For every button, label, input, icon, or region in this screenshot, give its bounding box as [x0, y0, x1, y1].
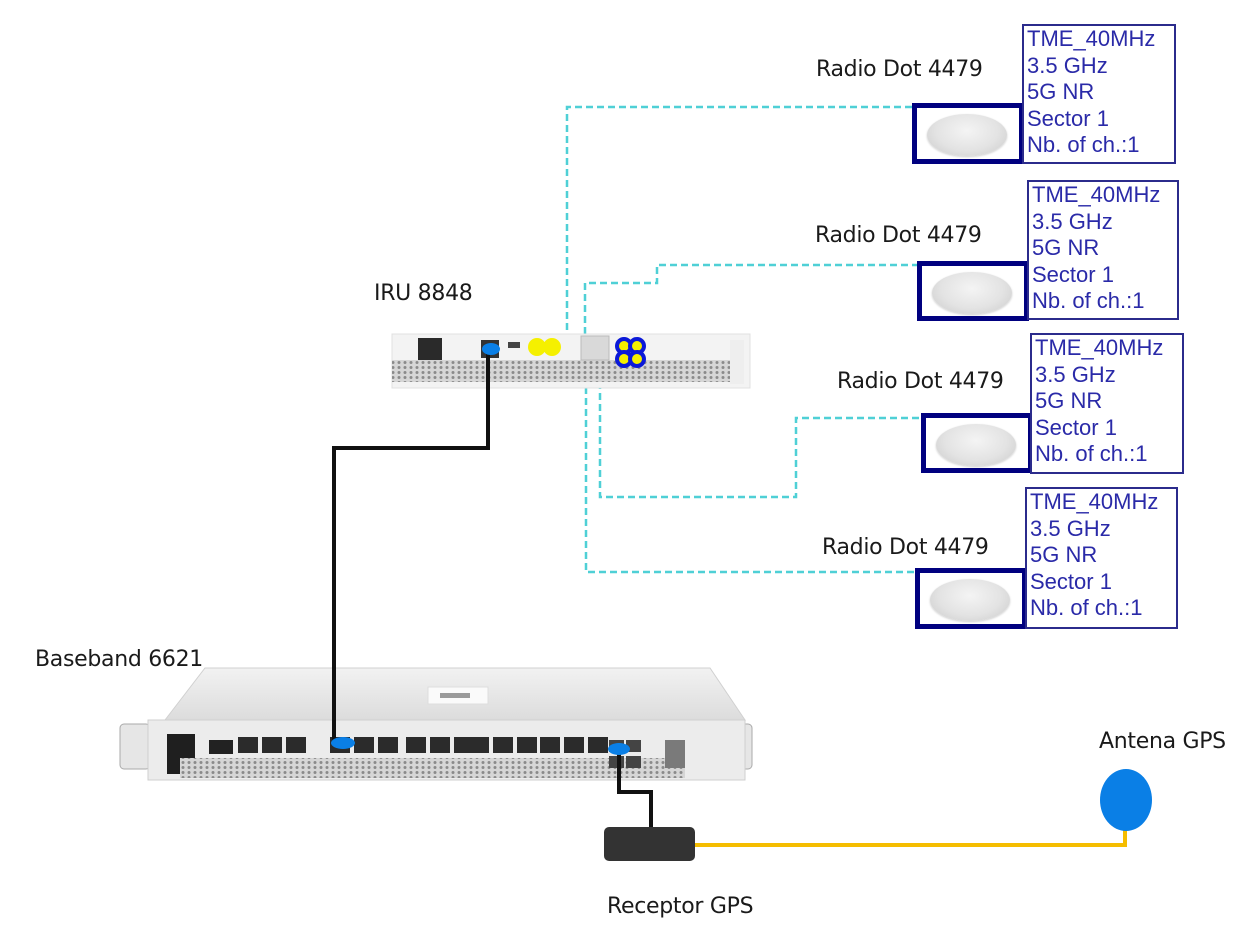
info-technology: 5G NR — [1030, 542, 1098, 567]
info-technology: 5G NR — [1027, 79, 1095, 104]
radio-dot-label: Radio Dot 4479 — [816, 57, 983, 82]
baseband-label: Baseband 6621 — [35, 647, 204, 672]
iru-yellow-port-2 — [543, 338, 561, 356]
fiber-link-radio-dot-1 — [565, 105, 958, 352]
fiber-link-radio-dot-3 — [598, 360, 968, 499]
radio-dot-label: Radio Dot 4479 — [822, 535, 989, 560]
info-frequency: 3.5 GHz — [1030, 515, 1111, 541]
radio-dot-info-box: TME_40MHz 3.5 GHz 5G NR Sector 1 Nb. of … — [1025, 487, 1178, 629]
port-marker-baseband-gps — [608, 743, 630, 755]
baseband-6621-device[interactable] — [119, 667, 753, 781]
gps-receiver-device[interactable] — [604, 827, 695, 861]
iru-power-port — [418, 338, 442, 360]
gps-receiver-label: Receptor GPS — [607, 894, 754, 919]
port-marker-iru — [482, 343, 500, 355]
info-sector: Sector 1 — [1035, 414, 1117, 440]
port-marker-baseband-cpri — [331, 737, 355, 749]
iru-label: IRU 8848 — [374, 281, 473, 306]
info-channels: Nb. of ch.:1 — [1032, 288, 1145, 313]
gps-antenna-label: Antena GPS — [1099, 729, 1226, 754]
info-frequency: 3.5 GHz — [1027, 52, 1108, 78]
radio-dot-label: Radio Dot 4479 — [837, 369, 1004, 394]
gps-antenna-cable — [693, 825, 1127, 847]
info-sector: Sector 1 — [1032, 261, 1114, 287]
info-carrier: TME_40MHz — [1032, 182, 1161, 207]
radio-dot-info-box: TME_40MHz 3.5 GHz 5G NR Sector 1 Nb. of … — [1030, 333, 1184, 474]
radio-dot-label: Radio Dot 4479 — [815, 223, 982, 248]
radio-dot-icon — [917, 261, 1029, 321]
info-technology: 5G NR — [1035, 388, 1103, 413]
info-sector: Sector 1 — [1027, 105, 1109, 131]
iru-blue-ports — [615, 337, 646, 368]
baseband-sfp-ports — [238, 737, 608, 753]
info-channels: Nb. of ch.:1 — [1035, 441, 1148, 466]
info-carrier: TME_40MHz — [1030, 489, 1159, 514]
gps-cable-baseband-receiver — [617, 750, 653, 830]
info-carrier: TME_40MHz — [1027, 26, 1156, 51]
info-frequency: 3.5 GHz — [1035, 361, 1116, 387]
info-sector: Sector 1 — [1030, 568, 1112, 594]
info-channels: Nb. of ch.:1 — [1027, 132, 1140, 157]
info-carrier: TME_40MHz — [1035, 335, 1164, 360]
radio-dot-info-box: TME_40MHz 3.5 GHz 5G NR Sector 1 Nb. of … — [1027, 180, 1179, 320]
radio-dot-icon — [912, 103, 1024, 164]
info-channels: Nb. of ch.:1 — [1030, 595, 1143, 620]
radio-dot-info-box: TME_40MHz 3.5 GHz 5G NR Sector 1 Nb. of … — [1022, 24, 1176, 164]
radio-dot-icon — [921, 413, 1033, 473]
fiber-link-radio-dot-2 — [583, 263, 962, 345]
info-frequency: 3.5 GHz — [1032, 208, 1113, 234]
radio-dot-icon — [915, 568, 1027, 629]
cpri-cable-iru-baseband — [332, 351, 490, 745]
baseband-left-rack-ear — [119, 723, 151, 770]
fiber-link-radio-dot-4 — [584, 365, 965, 574]
info-technology: 5G NR — [1032, 235, 1100, 260]
gps-antenna-device[interactable] — [1100, 769, 1152, 831]
iru-8848-device[interactable] — [391, 333, 751, 389]
iru-yellow-port-1 — [528, 338, 546, 356]
